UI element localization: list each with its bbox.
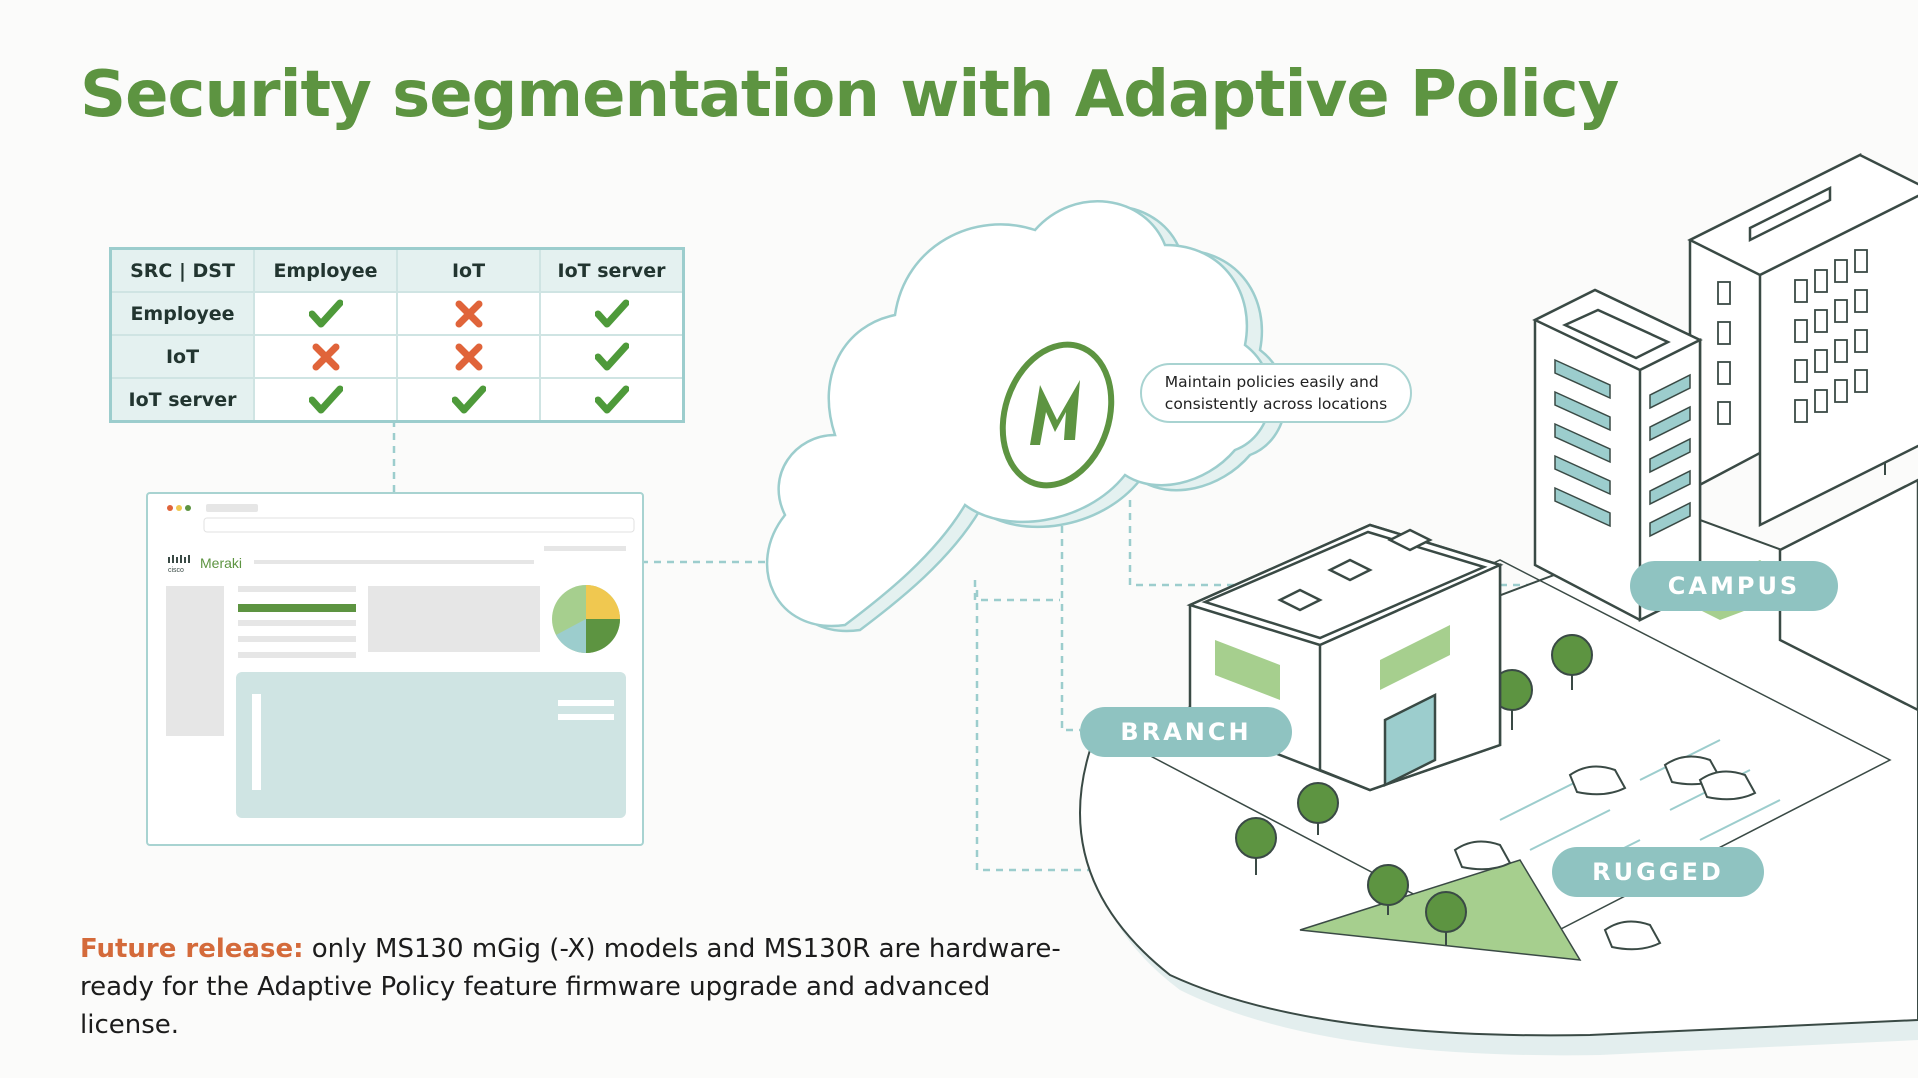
cross-icon	[312, 343, 339, 370]
column-header-employee: Employee	[253, 247, 398, 293]
browser-tab	[206, 504, 258, 512]
policy-cell	[396, 291, 541, 336]
policy-matrix: SRC | DST Employee IoT IoT server Employ…	[109, 247, 685, 423]
row-header-iot: IoT	[109, 334, 255, 379]
cisco-logo-icon	[168, 555, 190, 563]
dashboard-panel	[368, 586, 540, 652]
matrix-row: IoT	[109, 334, 685, 379]
row-header-iot-server: IoT server	[109, 377, 255, 423]
pie-chart-icon	[552, 585, 620, 653]
callout-line: consistently across locations	[1164, 395, 1388, 413]
row-header-employee: Employee	[109, 291, 255, 336]
policy-cell	[396, 377, 541, 423]
footnote: Future release: only MS130 mGig (-X) mod…	[80, 930, 1080, 1044]
footnote-text: only MS130 mGig (-X) models and MS130R a…	[80, 934, 1061, 1040]
dashboard-illustration: cisco Meraki	[166, 504, 635, 818]
meraki-brand-label: Meraki	[200, 555, 242, 571]
page-title: Security segmentation with Adaptive Poli…	[80, 58, 1619, 132]
callout-line: Maintain policies easily and	[1164, 373, 1379, 391]
check-icon	[594, 385, 629, 413]
cars	[1453, 755, 1757, 951]
check-icon	[308, 299, 343, 327]
policy-cell	[253, 291, 398, 336]
cross-icon	[455, 343, 482, 370]
column-header-iot: IoT	[396, 247, 541, 293]
matrix-row: IoT server	[109, 377, 685, 423]
address-bar	[203, 517, 635, 533]
footnote-highlight: Future release:	[80, 934, 304, 964]
rugged-badge: RUGGED	[1552, 847, 1764, 897]
meraki-logo-icon	[999, 341, 1115, 489]
matrix-row: Employee	[109, 291, 685, 336]
policy-cell	[253, 334, 398, 379]
check-icon	[451, 385, 486, 413]
check-icon	[594, 299, 629, 327]
branch-awnings	[1215, 625, 1450, 700]
column-header-iot-server: IoT server	[539, 247, 685, 293]
cloud-shape	[765, 200, 1287, 633]
campus-tower-windows	[1717, 249, 1868, 425]
window-maximize-dot	[185, 505, 191, 511]
callout-text: Maintain policies easily and consistentl…	[1165, 371, 1387, 415]
policy-cell	[539, 377, 685, 423]
matrix-corner: SRC | DST	[109, 247, 255, 293]
policy-cell	[396, 334, 541, 379]
matrix-header-row: SRC | DST Employee IoT IoT server	[109, 247, 685, 293]
policy-cell	[253, 377, 398, 423]
dashboard-main-panel	[236, 672, 626, 818]
campus-badge: CAMPUS	[1630, 561, 1838, 611]
check-icon	[308, 385, 343, 413]
cross-icon	[455, 300, 482, 327]
policy-cell	[539, 334, 685, 379]
cisco-brand-label: cisco	[168, 567, 184, 574]
dashboard-bar	[238, 604, 356, 612]
window-minimize-dot	[176, 505, 182, 511]
window-close-dot	[167, 505, 173, 511]
dashboard-window: cisco Meraki	[146, 492, 644, 846]
policy-callout: Maintain policies easily and consistentl…	[1140, 363, 1412, 423]
policy-cell	[539, 291, 685, 336]
dashboard-sidebar	[166, 586, 224, 736]
check-icon	[594, 342, 629, 370]
campus-windows	[1554, 358, 1691, 538]
branch-badge: BRANCH	[1080, 707, 1292, 757]
